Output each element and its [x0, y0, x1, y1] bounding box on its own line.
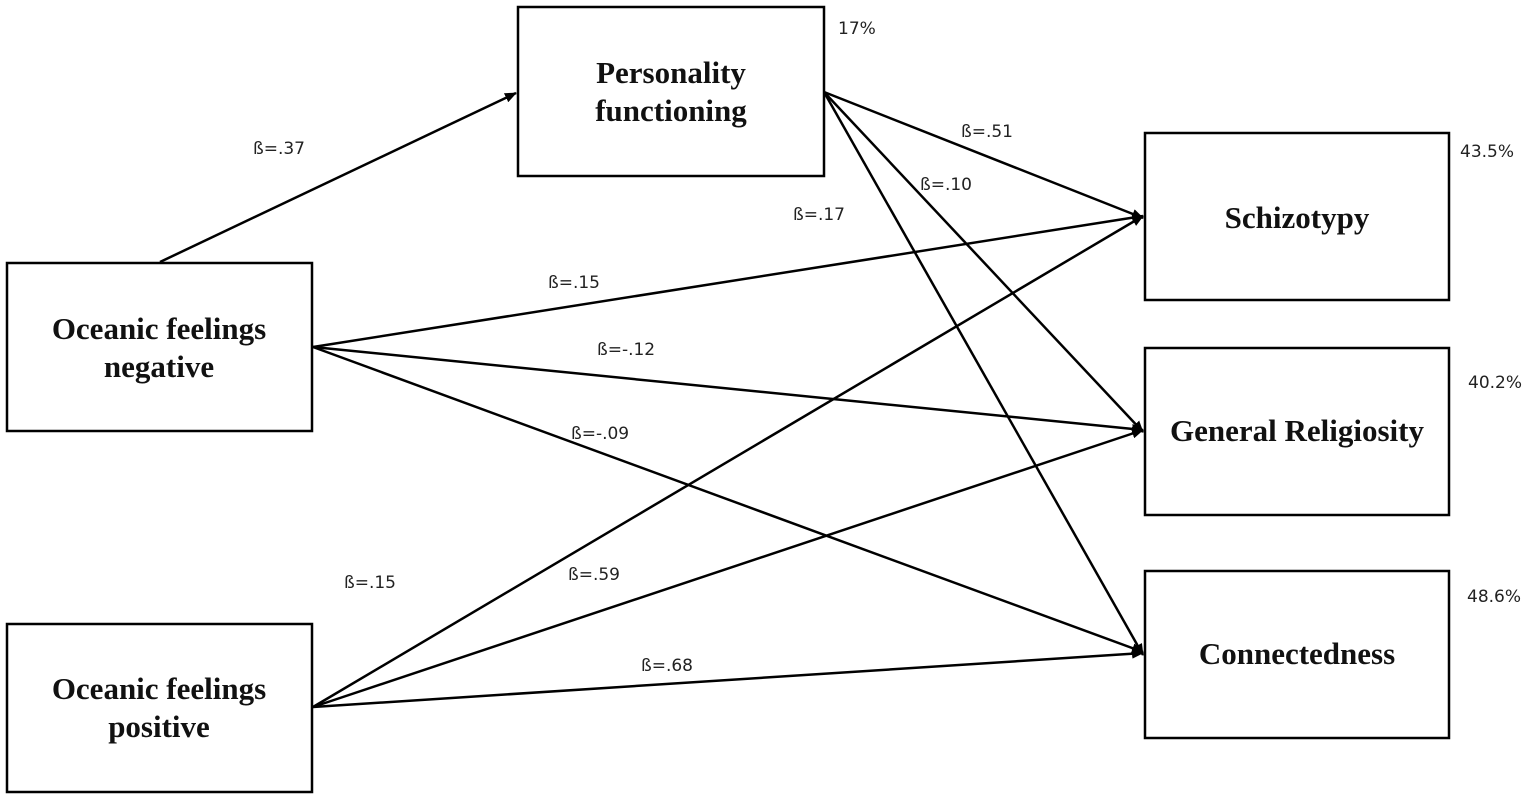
path-arrow-ofn-rel — [312, 345, 1144, 434]
node-personality-functioning: Personality functioning — [516, 5, 826, 178]
path-arrow-pf-sch — [823, 90, 1144, 220]
coef-ofn-rel: ß=-.12 — [597, 340, 655, 360]
coef-pf-con: ß=.17 — [793, 205, 845, 225]
path-arrow-pf-con — [822, 91, 1145, 656]
node-label-line: Personality — [596, 55, 746, 90]
path-arrows — [159, 90, 1145, 709]
r2-personality-functioning: 17% — [838, 19, 876, 39]
coef-ofp-con: ß=.68 — [641, 656, 693, 676]
node-schizotypy: Schizotypy — [1143, 131, 1451, 302]
node-label-line: positive — [108, 709, 210, 744]
node-general-religiosity: General Religiosity — [1143, 346, 1451, 517]
r2-connectedness: 48.6% — [1467, 587, 1521, 607]
node-label-line: negative — [104, 349, 214, 384]
coef-pf-rel: ß=.10 — [920, 175, 972, 195]
path-arrow-ofn-pf — [159, 91, 517, 264]
path-arrow-ofn-con — [312, 345, 1144, 654]
coef-ofp-sch: ß=.15 — [344, 573, 396, 593]
node-label-line: functioning — [595, 93, 747, 128]
node-label-line: Oceanic feelings — [52, 671, 266, 706]
node-label-line: Connectedness — [1199, 636, 1395, 671]
node-label-line: Oceanic feelings — [52, 311, 266, 346]
r2-general-religiosity: 40.2% — [1468, 373, 1522, 393]
coef-ofn-sch: ß=.15 — [548, 273, 600, 293]
node-oceanic-feelings-negative: Oceanic feelings negative — [5, 261, 314, 433]
node-label-line: Schizotypy — [1225, 200, 1370, 235]
node-oceanic-feelings-positive: Oceanic feelings positive — [5, 622, 314, 794]
path-arrow-ofp-rel — [312, 428, 1144, 709]
path-arrow-ofn-sch — [312, 212, 1144, 349]
path-arrow-pf-rel — [823, 91, 1144, 433]
path-arrow-ofp-con — [312, 648, 1144, 709]
r2-schizotypy: 43.5% — [1460, 142, 1514, 162]
node-connectedness: Connectedness — [1143, 569, 1451, 740]
coef-pf-sch: ß=.51 — [961, 122, 1013, 142]
node-label-line: General Religiosity — [1170, 413, 1424, 448]
coef-ofn-con: ß=-.09 — [571, 424, 629, 444]
coef-ofn-pf: ß=.37 — [253, 139, 305, 159]
path-arrow-ofp-sch — [312, 214, 1144, 709]
coef-ofp-rel: ß=.59 — [568, 565, 620, 585]
